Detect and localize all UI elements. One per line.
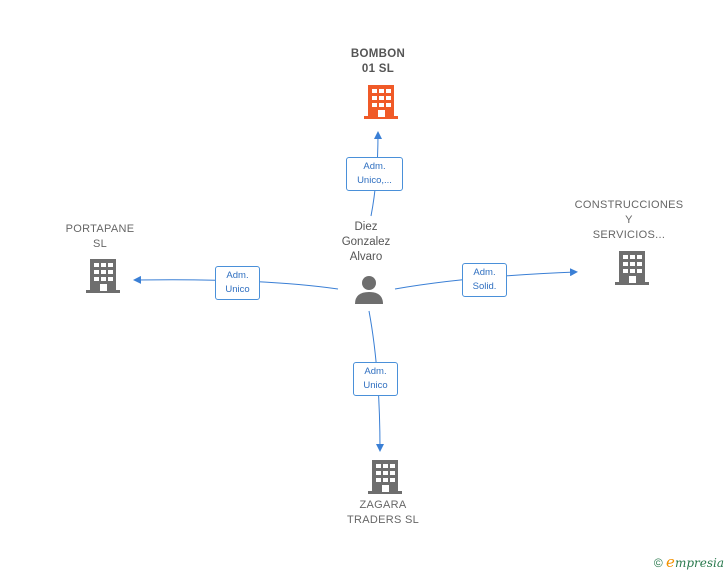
person-icon[interactable]: [354, 274, 384, 304]
node-label-portapane[interactable]: PORTAPANE SL: [65, 223, 135, 250]
node-label-person[interactable]: Diez Gonzalez Alvaro: [341, 221, 391, 263]
copyright-symbol: ©: [653, 556, 663, 570]
node-label-construcciones[interactable]: CONSTRUCCIONES Y SERVICIOS...: [574, 199, 684, 241]
building-icon[interactable]: [364, 83, 398, 119]
building-icon[interactable]: [86, 257, 120, 293]
edge-label-portapane[interactable]: Adm. Unico: [215, 266, 260, 300]
building-icon[interactable]: [615, 249, 649, 285]
node-label-zagara[interactable]: ZAGARA TRADERS SL: [346, 499, 420, 526]
edge-label-bombon[interactable]: Adm. Unico,...: [346, 157, 403, 191]
brand-logo[interactable]: empresia: [666, 553, 724, 571]
node-label-bombon[interactable]: BOMBON 01 SL: [350, 48, 406, 75]
building-icon[interactable]: [368, 458, 402, 494]
edge-label-zagara[interactable]: Adm. Unico: [353, 362, 398, 396]
footer-brand: © empresia: [654, 553, 724, 571]
edge-label-construcciones[interactable]: Adm. Solid.: [462, 263, 507, 297]
